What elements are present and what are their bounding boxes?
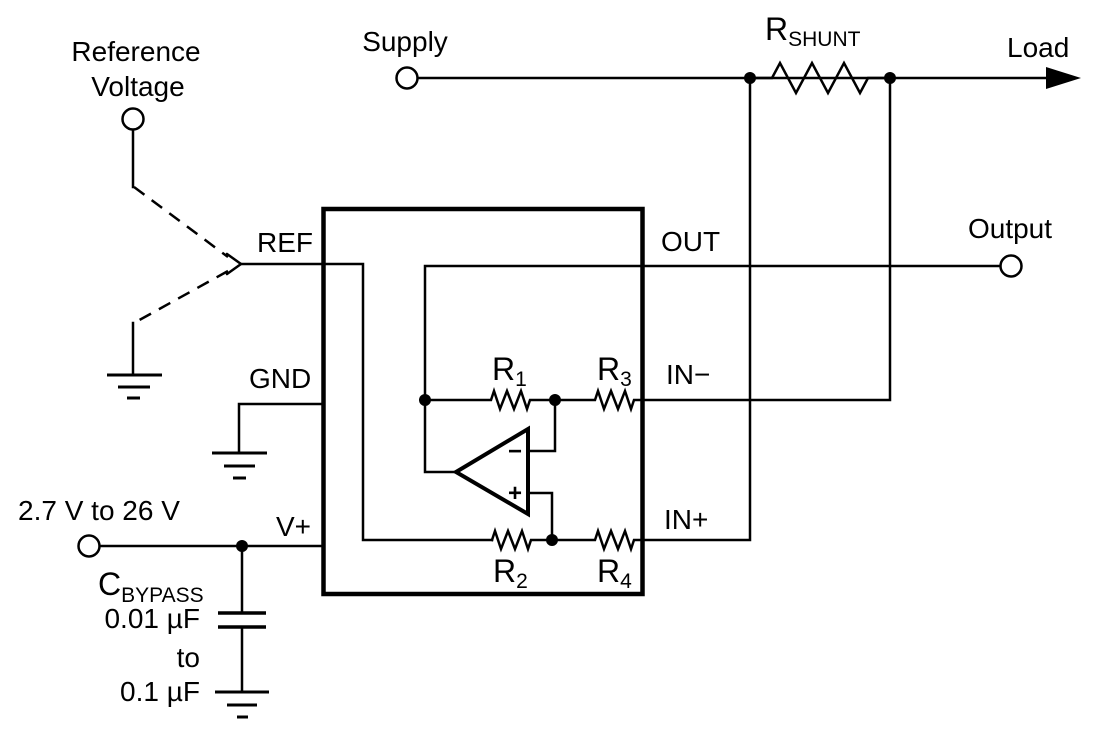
ic-boundary-box — [321, 206, 645, 597]
r-shunt-label: RSHUNT — [765, 11, 861, 51]
gnd-pin-label: GND — [249, 363, 311, 394]
in-plus-sense-wire — [641, 76, 752, 542]
junction-dot-shunt-left — [744, 72, 756, 84]
reference-dashed-wire-upper — [133, 185, 229, 259]
output-terminal — [999, 254, 1023, 278]
r3-resistor — [553, 387, 645, 413]
junction-dot-vplus — [236, 540, 248, 552]
r4-label: R4 — [597, 553, 632, 593]
reference-voltage-label-line1: Reference — [71, 36, 200, 67]
bypass-capacitor — [218, 611, 266, 629]
junction-dot-inverting — [549, 394, 561, 406]
junction-dot-feedback — [419, 394, 431, 406]
reference-ground-icon — [107, 373, 162, 400]
junction-dot-noninverting — [546, 534, 558, 546]
opamp-inverting-input-wire — [526, 398, 557, 453]
r2-resistor — [490, 527, 554, 553]
r4-resistor — [550, 527, 645, 553]
bypass-ground-icon — [215, 690, 269, 719]
opamp-output-feedback-wire — [423, 264, 645, 474]
supply-range-label: 2.7 V to 26 V — [18, 495, 180, 526]
c-bypass-label: CBYPASS — [98, 566, 204, 607]
cap-to-label: to — [177, 642, 200, 673]
reference-dashed-wire-lower — [133, 269, 229, 325]
gnd-pin-wire — [237, 402, 325, 455]
vplus-pin-label: V+ — [276, 511, 311, 542]
out-pin-label: OUT — [661, 226, 720, 257]
opamp-noninverting-sign: + — [508, 480, 522, 507]
opamp-noninverting-input-wire — [526, 491, 554, 542]
supply-terminal — [395, 66, 419, 90]
in-minus-sense-wire — [641, 76, 892, 402]
reference-voltage-label-line2: Voltage — [91, 71, 184, 102]
ref-select-arrow-icon — [225, 252, 244, 276]
r1-resistor — [423, 387, 557, 413]
opamp-triangle — [452, 425, 530, 518]
cap-value-max-label: 0.1 µF — [120, 676, 200, 707]
in-minus-pin-label: IN− — [666, 359, 710, 390]
load-arrow-icon — [1046, 67, 1081, 89]
r2-label: R2 — [493, 553, 528, 593]
in-plus-pin-label: IN+ — [664, 504, 708, 535]
output-label: Output — [968, 213, 1052, 244]
r3-label: R3 — [597, 351, 632, 391]
cap-value-min-label: 0.01 µF — [104, 603, 200, 634]
ref-pin-wire — [239, 262, 494, 542]
junction-dot-shunt-right — [884, 72, 896, 84]
r1-label: R1 — [492, 351, 527, 391]
load-label: Load — [1007, 32, 1069, 63]
supply-label: Supply — [362, 26, 448, 57]
reference-voltage-terminal — [121, 107, 145, 131]
shunt-resistor — [748, 60, 892, 96]
opamp-inverting-sign: − — [508, 438, 522, 465]
gnd-ground-icon — [212, 451, 267, 480]
ref-pin-label: REF — [257, 227, 313, 258]
supply-voltage-terminal — [77, 534, 101, 558]
